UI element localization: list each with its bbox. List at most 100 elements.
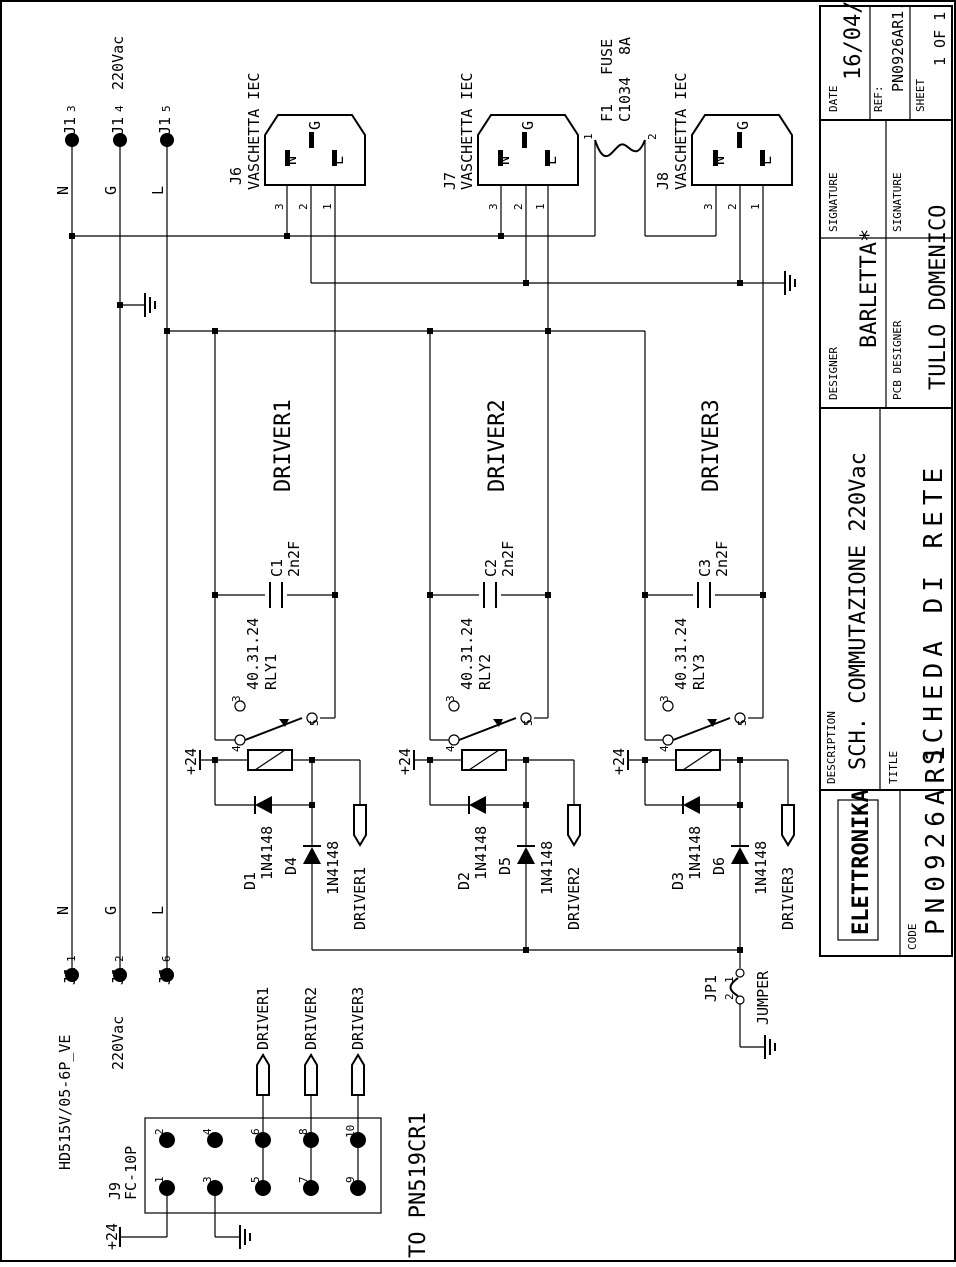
- supply-label: +24: [182, 748, 200, 775]
- diode-b-ref: D4: [282, 857, 300, 875]
- relay-pin-5: 5: [736, 719, 749, 726]
- port-icon: [567, 804, 581, 847]
- j8-type: VASCHETTA IEC: [672, 73, 690, 190]
- j1-ref-top-3: J1: [156, 117, 174, 135]
- driver-label: DRIVER2: [485, 399, 510, 492]
- title-value: SCHEDA DI RETE: [919, 462, 949, 765]
- ref-value: PN0926AR1.SCM: [889, 0, 907, 92]
- diode-a-ref: D2: [455, 872, 473, 890]
- cap-ref: C2: [482, 559, 500, 577]
- j9-pin-6: 6: [249, 1128, 262, 1135]
- port-icon: [781, 804, 795, 847]
- j6-pin-num-1: 1: [321, 203, 334, 210]
- diode-a-ref: D1: [241, 872, 259, 890]
- j1-ref-top-1: J1: [61, 117, 79, 135]
- j1-part-number: HD515V/05-6P_VE: [56, 1035, 74, 1170]
- relay-pin-5: 5: [522, 719, 535, 726]
- relay-ref: RLY3: [690, 654, 708, 690]
- j7-ref: J7: [441, 172, 459, 190]
- relay-pin-5: 5: [308, 719, 321, 726]
- jumper-pin2: 2: [723, 993, 736, 1000]
- iec-socket-j6: N G L 3 2 1 J6 VASCHETTA IEC: [227, 73, 366, 595]
- j8-pin-num-2: 2: [726, 203, 739, 210]
- diode-a-ref: D3: [669, 872, 687, 890]
- port-icon: [351, 1053, 365, 1096]
- j1-voltage-bottom: 220Vac: [109, 1016, 127, 1070]
- cap-value: 2n2F: [713, 541, 731, 577]
- sheet-label: SHEET: [914, 79, 927, 112]
- driver-block-1: DRIVER1 C1 2n2F 3 4 5 40.31.24 RLY1 +24 …: [182, 331, 369, 950]
- fuse-rating: 8A: [616, 37, 634, 55]
- cap-ref: C3: [696, 559, 714, 577]
- ref-label: REF:: [872, 86, 885, 113]
- j1-pin-num-3: 3: [65, 105, 78, 112]
- j1-pin-num-2: 2: [113, 955, 126, 962]
- net-label-g-bottom: G: [102, 906, 120, 915]
- j8-pin-l: L: [757, 156, 775, 165]
- fuse-f1: FUSE 8A F1 C1034 1 2: [582, 37, 659, 158]
- j7-pin-num-3: 3: [487, 203, 500, 210]
- j6-pin-g: G: [306, 121, 324, 130]
- supply-label: +24: [610, 748, 628, 775]
- j9-pin-8: 8: [297, 1128, 310, 1135]
- ground-icon: [144, 293, 156, 317]
- net-label-l-top: L: [149, 186, 167, 195]
- logo-text: ELETTRONIKA: [849, 789, 874, 935]
- port-label: DRIVER2: [565, 867, 583, 930]
- diode-b-ref: D5: [496, 857, 514, 875]
- diode-b-part: 1N4148: [324, 841, 342, 895]
- j1-ref-top-2: J1: [109, 117, 127, 135]
- net-label-l-bottom: L: [149, 906, 167, 915]
- j9-destination: TO PN519CR1: [406, 1112, 431, 1258]
- relay-pin-4: 4: [658, 745, 671, 752]
- relay-part: 40.31.24: [244, 618, 262, 690]
- fuse-pin1: 1: [582, 133, 595, 140]
- signature2-label: SIGNATURE: [891, 172, 904, 232]
- sheet-value: 1 OF 1: [931, 12, 949, 66]
- j7-pin-num-1: 1: [534, 203, 547, 210]
- relay-pin-3: 3: [230, 695, 243, 702]
- relay-pin-4: 4: [230, 745, 243, 752]
- iec-socket-j8: N G L 3 2 1 J8 VASCHETTA IEC: [644, 73, 793, 595]
- j1-pin-bottom-n: [65, 968, 79, 982]
- port-icon: [256, 1053, 270, 1096]
- j8-pin-num-3: 3: [702, 203, 715, 210]
- fuse-label: FUSE: [598, 39, 616, 75]
- j1-pin-bottom-l: [160, 968, 174, 982]
- j9-pin-1: 1: [153, 1176, 166, 1183]
- ground-icon: [239, 1225, 251, 1249]
- j9-ref: J9: [106, 1182, 124, 1200]
- j9-pin-10: 10: [344, 1125, 357, 1138]
- designer-value: BARLETTA*: [857, 229, 882, 348]
- diode-b-ref: D6: [710, 857, 728, 875]
- j6-pin-n: N: [282, 156, 300, 165]
- relay-pin-3: 3: [658, 695, 671, 702]
- j1-pin-num-5: 5: [160, 105, 173, 112]
- fuse-part: C1034: [616, 77, 634, 122]
- supply-label: +24: [396, 748, 414, 775]
- cap-ref: C1: [268, 559, 286, 577]
- j7-pin-num-2: 2: [512, 203, 525, 210]
- port-icon: [353, 804, 367, 847]
- designer-label: DESIGNER: [827, 347, 840, 400]
- j1-ref-bottom-1: J1: [61, 967, 79, 985]
- jumper-pin1: 1: [723, 976, 736, 983]
- pcb-designer-value: TULLO DOMENICO: [926, 205, 951, 390]
- date-label: DATE: [827, 86, 840, 113]
- j9-part: FC-10P: [122, 1146, 140, 1200]
- signature-label: SIGNATURE: [827, 172, 840, 232]
- relay-ref: RLY2: [476, 654, 494, 690]
- diode-a-part: 1N4148: [472, 826, 490, 880]
- j1-ref-bottom-3: J1: [156, 967, 174, 985]
- port-icon: [304, 1053, 318, 1096]
- port-label: DRIVER3: [779, 867, 797, 930]
- title-label: TITLE: [887, 751, 900, 784]
- net-label-n-bottom: N: [54, 906, 72, 915]
- main-rails: J1 J1 J1 220Vac 3 4 5 N G L N G L J1 J1 …: [54, 36, 174, 1170]
- ground-icon: [764, 1035, 776, 1059]
- diode-b-part: 1N4148: [538, 841, 556, 895]
- j1-pin-num-6: 6: [160, 955, 173, 962]
